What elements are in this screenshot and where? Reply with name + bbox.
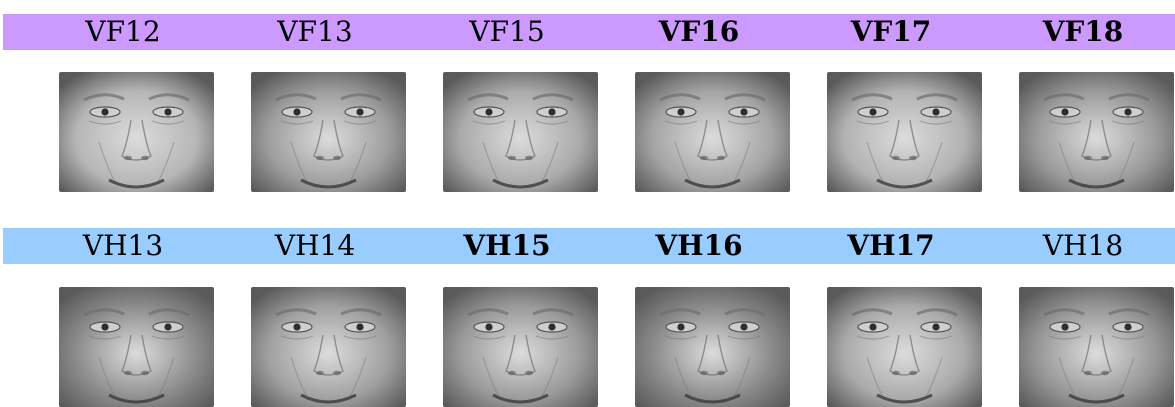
face-photo bbox=[443, 287, 598, 407]
face-crop-graphic bbox=[827, 72, 982, 192]
face-crop-graphic bbox=[251, 287, 406, 407]
face-label: VF17 bbox=[850, 15, 932, 48]
face-label: VH16 bbox=[655, 229, 743, 262]
face-label: VH17 bbox=[847, 229, 935, 262]
face-label: VF13 bbox=[277, 15, 353, 48]
face-photo bbox=[827, 72, 982, 192]
face-photo bbox=[635, 287, 790, 407]
face-crop-graphic bbox=[59, 287, 214, 407]
face-crop-graphic bbox=[635, 287, 790, 407]
face-crop-graphic bbox=[1019, 72, 1174, 192]
face-label: VF12 bbox=[85, 15, 161, 48]
face-label: VH15 bbox=[463, 229, 551, 262]
face-label: VH13 bbox=[82, 229, 164, 262]
face-photo bbox=[443, 72, 598, 192]
face-photo bbox=[1019, 72, 1174, 192]
face-photo bbox=[1019, 287, 1174, 407]
face-crop-graphic bbox=[251, 72, 406, 192]
face-photo bbox=[251, 72, 406, 192]
face-crop-graphic bbox=[443, 72, 598, 192]
face-crop-graphic bbox=[1019, 287, 1174, 407]
label-band-vh bbox=[3, 228, 1175, 264]
face-photo bbox=[635, 72, 790, 192]
face-photo bbox=[251, 287, 406, 407]
face-crop-graphic bbox=[443, 287, 598, 407]
face-crop-graphic bbox=[635, 72, 790, 192]
face-label: VF18 bbox=[1042, 15, 1124, 48]
label-band-vf bbox=[3, 14, 1175, 50]
face-photo bbox=[59, 287, 214, 407]
face-label: VH18 bbox=[1042, 229, 1124, 262]
face-photo bbox=[59, 72, 214, 192]
face-crop-graphic bbox=[59, 72, 214, 192]
face-label: VH14 bbox=[274, 229, 356, 262]
face-label: VF15 bbox=[469, 15, 545, 48]
face-crop-graphic bbox=[827, 287, 982, 407]
face-label: VF16 bbox=[658, 15, 740, 48]
face-photo bbox=[827, 287, 982, 407]
